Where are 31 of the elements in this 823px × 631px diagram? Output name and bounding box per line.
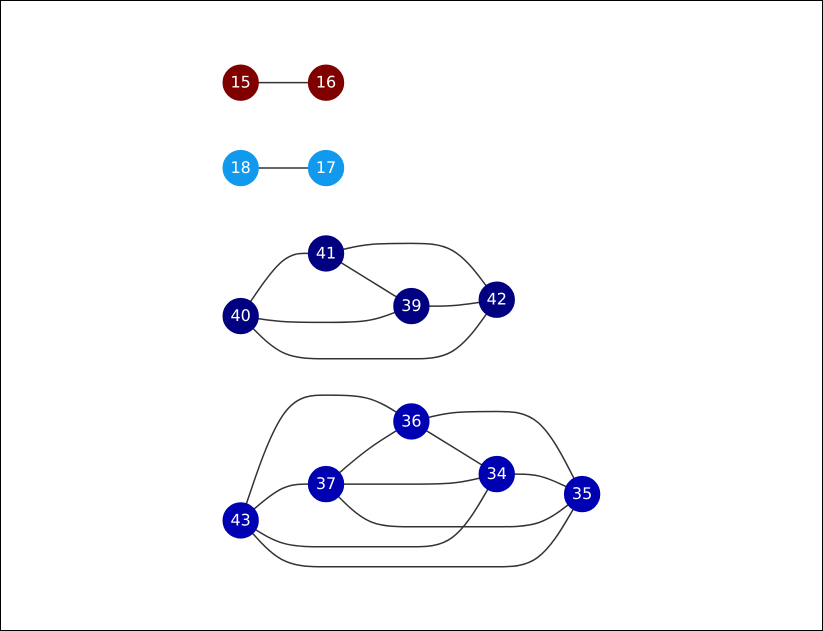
connector bbox=[258, 82, 308, 84]
connector bbox=[343, 242, 487, 286]
connector bbox=[258, 311, 396, 323]
node-circle: 35 bbox=[564, 476, 600, 512]
node-circle: 42 bbox=[478, 281, 516, 318]
connector bbox=[339, 430, 397, 473]
connector bbox=[338, 496, 569, 528]
connector bbox=[344, 477, 480, 484]
connector bbox=[340, 262, 397, 298]
connector bbox=[250, 252, 308, 302]
node-circle: 18 bbox=[222, 149, 259, 186]
node-circle: 39 bbox=[393, 288, 430, 324]
connector bbox=[252, 508, 574, 568]
connector bbox=[429, 301, 480, 306]
node-circle: 15 bbox=[222, 64, 259, 100]
connector bbox=[514, 472, 567, 487]
connector bbox=[426, 430, 482, 466]
connector bbox=[246, 394, 397, 504]
connector bbox=[255, 488, 489, 548]
connector bbox=[428, 410, 575, 478]
node-circle: 17 bbox=[308, 149, 344, 186]
connector bbox=[258, 166, 308, 168]
node-circle: 16 bbox=[308, 64, 344, 100]
node-circle: 40 bbox=[222, 298, 259, 334]
node-circle: 41 bbox=[308, 234, 344, 272]
node-circle: 37 bbox=[308, 466, 344, 502]
node-circle: 43 bbox=[222, 502, 259, 538]
node-circle: 34 bbox=[478, 456, 516, 492]
connector bbox=[254, 482, 308, 510]
connector bbox=[252, 313, 488, 360]
node-circle: 36 bbox=[393, 402, 430, 440]
